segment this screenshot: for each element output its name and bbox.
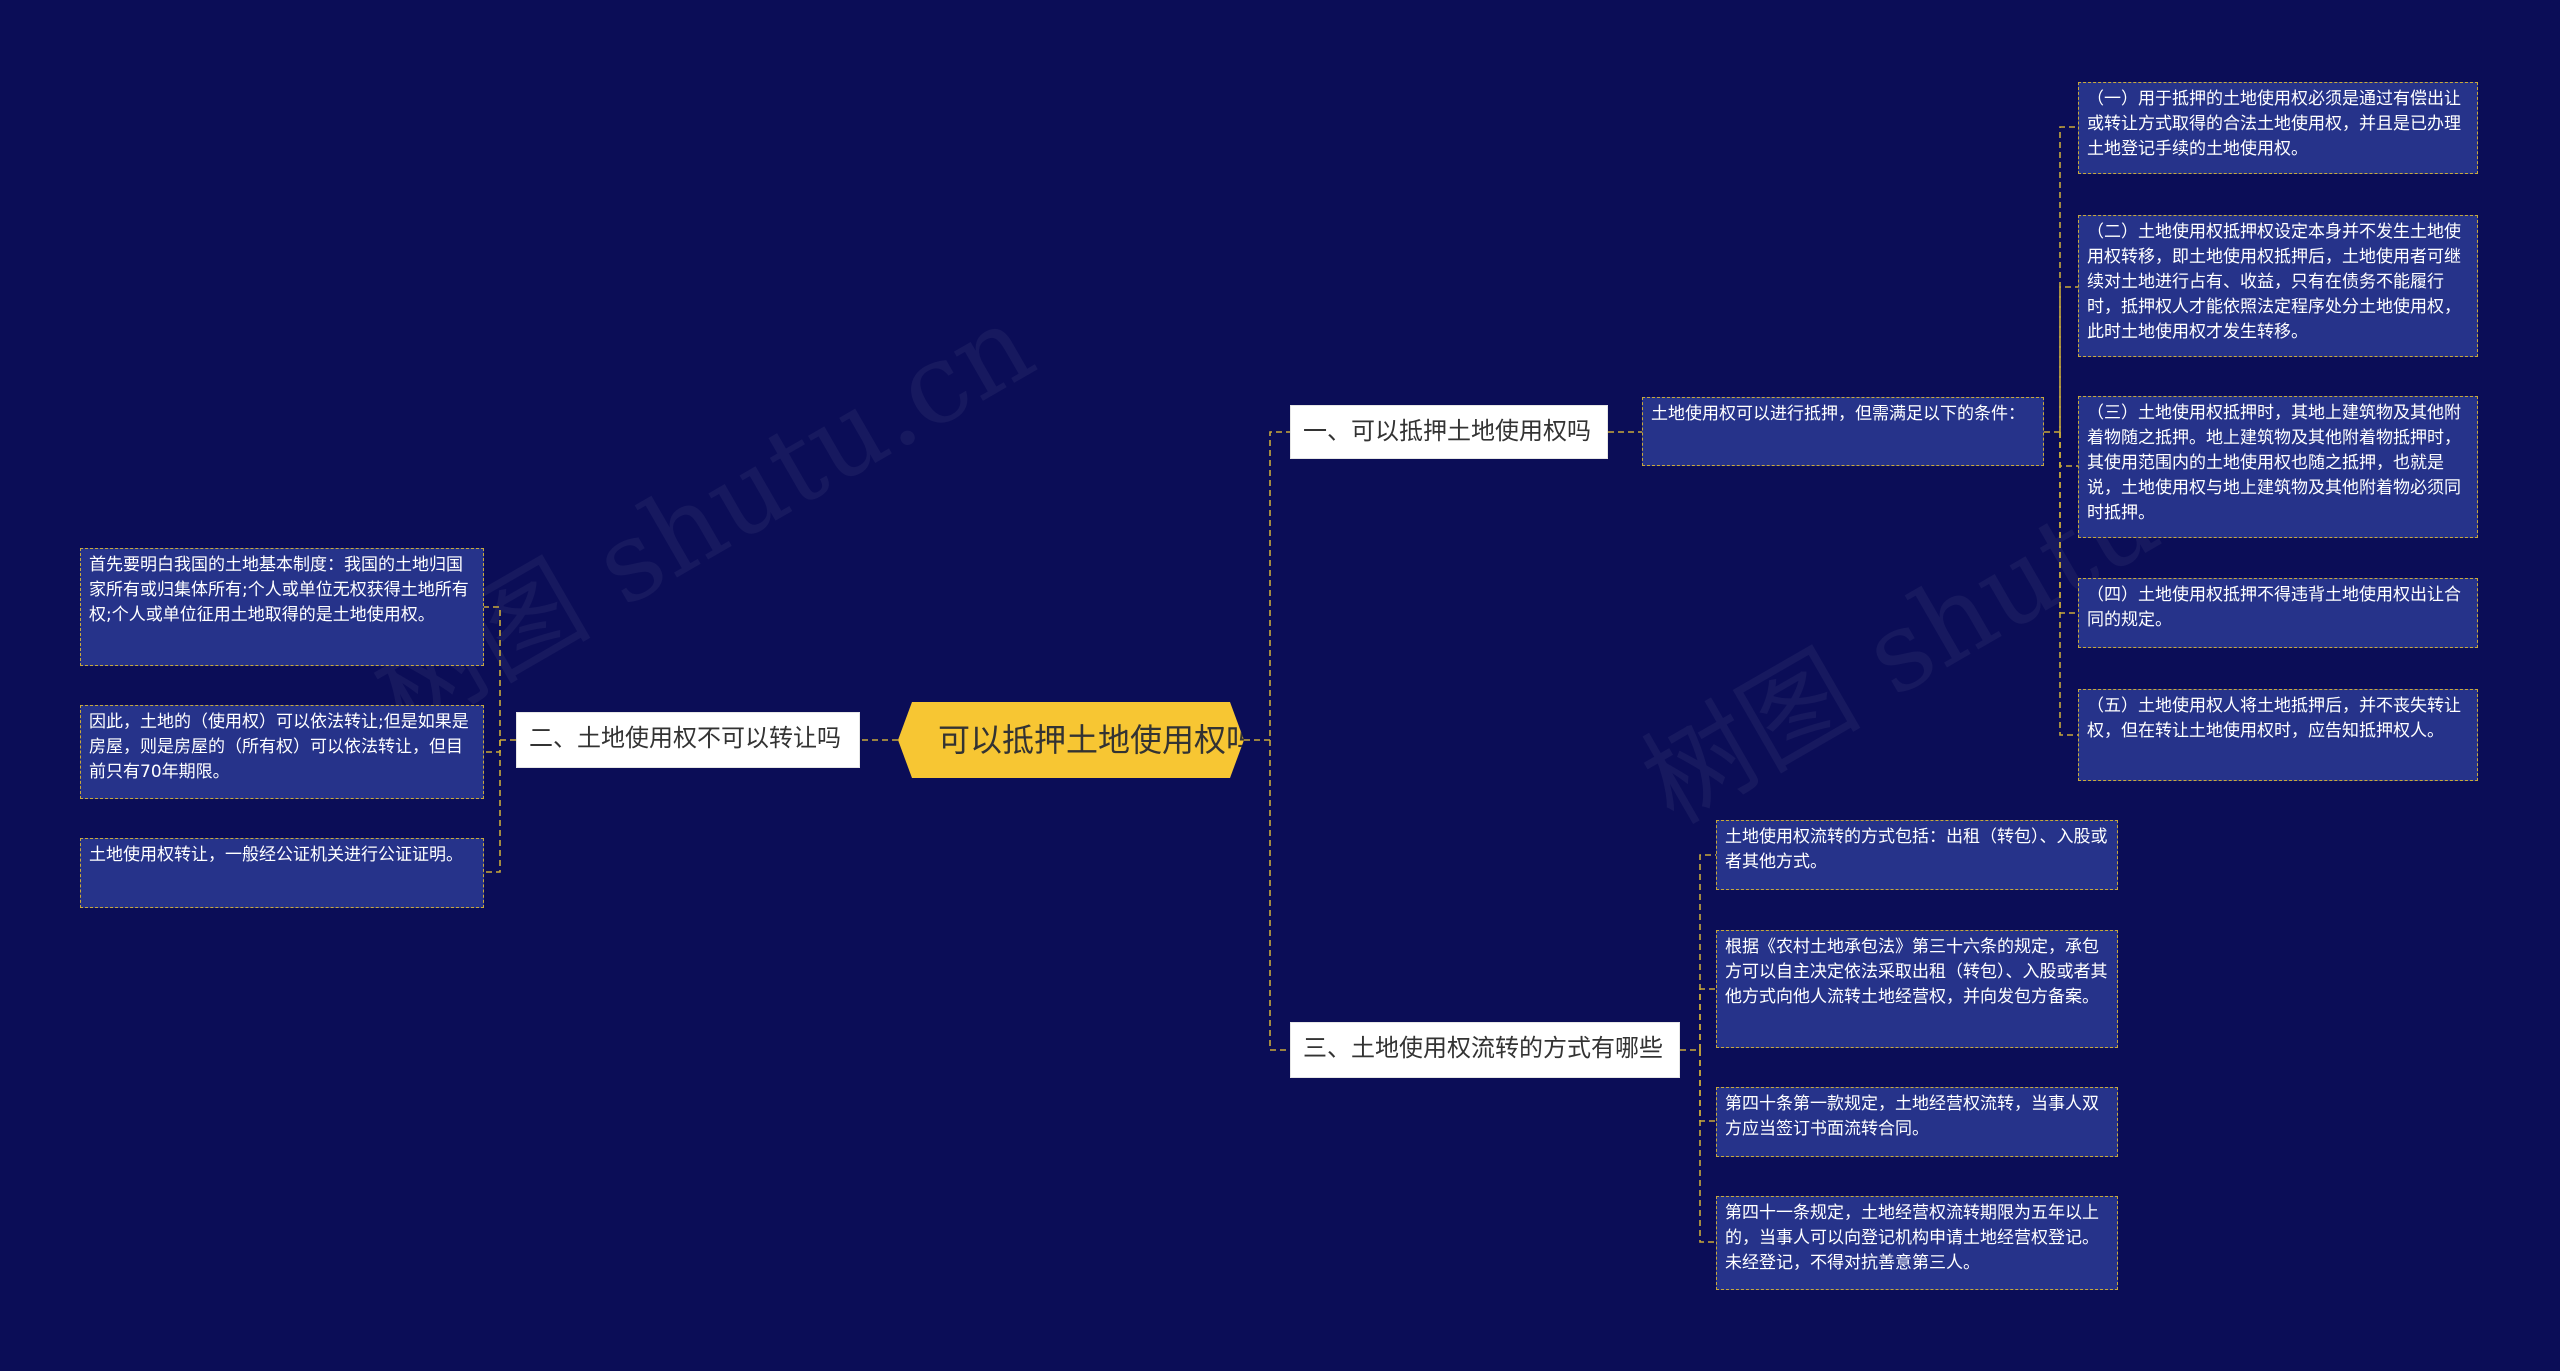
connector-b1-sub <box>2059 432 2078 614</box>
leaf-node[interactable]: 第四十一条规定，土地经营权流转期限为五年以上的，当事人可以向登记机构申请土地经营… <box>1716 1196 2118 1290</box>
connector-b1-sub <box>2059 432 2078 736</box>
leaf-node[interactable]: 土地使用权流转的方式包括：出租（转包）、入股或者其他方式。 <box>1716 820 2118 890</box>
leaf-text: 因此，土地的（使用权）可以依法转让;但是如果是房屋，则是房屋的（所有权）可以依法… <box>89 712 469 782</box>
branch-node-2[interactable]: 二、土地使用权不可以转让吗 <box>516 712 860 768</box>
branch-node-3[interactable]: 三、土地使用权流转的方式有哪些 <box>1290 1022 1680 1078</box>
leaf-node[interactable]: （五）土地使用权人将土地抵押后，并不丧失转让权，但在转让土地使用权时，应告知抵押… <box>2078 689 2478 781</box>
connector-b3 <box>1699 988 1716 1050</box>
leaf-text: 土地使用权流转的方式包括：出租（转包）、入股或者其他方式。 <box>1725 827 2108 872</box>
connector-root-right <box>1269 740 1290 1051</box>
connector-b3 <box>1699 1050 1716 1243</box>
leaf-text: 第四十一条规定，土地经营权流转期限为五年以上的，当事人可以向登记机构申请土地经营… <box>1725 1203 2099 1273</box>
leaf-text: 首先要明白我国的土地基本制度：我国的土地归国家所有或归集体所有;个人或单位无权获… <box>89 555 469 625</box>
leaf-text: （四）土地使用权抵押不得违背土地使用权出让合同的规定。 <box>2087 585 2461 630</box>
leaf-node[interactable]: 首先要明白我国的土地基本制度：我国的土地归国家所有或归集体所有;个人或单位无权获… <box>80 548 484 666</box>
connector-b3 <box>1699 1050 1716 1122</box>
leaf-text: （二）土地使用权抵押权设定本身并不发生土地使用权转移，即土地使用权抵押后，土地使… <box>2087 222 2461 342</box>
leaf-text: 土地使用权转让，一般经公证机关进行公证证明。 <box>89 845 463 865</box>
sub-node[interactable]: 土地使用权可以进行抵押，但需满足以下的条件： <box>1642 397 2044 466</box>
connector-root-right <box>1244 431 1290 741</box>
leaf-node[interactable]: （二）土地使用权抵押权设定本身并不发生土地使用权转移，即土地使用权抵押后，土地使… <box>2078 215 2478 357</box>
leaf-text: （三）土地使用权抵押时，其地上建筑物及其他附着物随之抵押。地上建筑物及其他附着物… <box>2087 403 2461 523</box>
connector-b2 <box>484 606 516 741</box>
branch-label: 三、土地使用权流转的方式有哪些 <box>1303 1034 1663 1062</box>
branch-label: 二、土地使用权不可以转让吗 <box>529 724 841 752</box>
branch-label: 一、可以抵押土地使用权吗 <box>1303 417 1591 445</box>
leaf-text: 土地使用权可以进行抵押，但需满足以下的条件： <box>1651 404 2025 424</box>
connector-b1-sub <box>2059 432 2078 467</box>
leaf-node[interactable]: （四）土地使用权抵押不得违背土地使用权出让合同的规定。 <box>2078 578 2478 648</box>
leaf-text: （五）土地使用权人将土地抵押后，并不丧失转让权，但在转让土地使用权时，应告知抵押… <box>2087 696 2461 741</box>
connector-b2 <box>484 740 501 753</box>
connector-b3 <box>1680 854 1716 1051</box>
root-label: 可以抵押土地使用权吗 <box>938 721 1259 759</box>
connector-b1-sub <box>2044 126 2078 433</box>
leaf-node[interactable]: 土地使用权转让，一般经公证机关进行公证证明。 <box>80 838 484 908</box>
leaf-node[interactable]: 因此，土地的（使用权）可以依法转让;但是如果是房屋，则是房屋的（所有权）可以依法… <box>80 705 484 799</box>
leaf-text: 根据《农村土地承包法》第三十六条的规定，承包方可以自主决定依法采取出租（转包）、… <box>1725 937 2108 1007</box>
root-node[interactable]: 可以抵押土地使用权吗 <box>898 702 1244 778</box>
leaf-text: （一）用于抵押的土地使用权必须是通过有偿出让或转让方式取得的合法土地使用权，并且… <box>2087 89 2461 159</box>
leaf-node[interactable]: （一）用于抵押的土地使用权必须是通过有偿出让或转让方式取得的合法土地使用权，并且… <box>2078 82 2478 174</box>
leaf-node[interactable]: （三）土地使用权抵押时，其地上建筑物及其他附着物随之抵押。地上建筑物及其他附着物… <box>2078 396 2478 538</box>
branch-node-1[interactable]: 一、可以抵押土地使用权吗 <box>1290 405 1608 459</box>
leaf-node[interactable]: 根据《农村土地承包法》第三十六条的规定，承包方可以自主决定依法采取出租（转包）、… <box>1716 930 2118 1048</box>
leaf-text: 第四十条第一款规定，土地经营权流转，当事人双方应当签订书面流转合同。 <box>1725 1094 2099 1139</box>
connector-b1-sub <box>2059 286 2078 432</box>
connector-b2 <box>484 740 501 873</box>
leaf-node[interactable]: 第四十条第一款规定，土地经营权流转，当事人双方应当签订书面流转合同。 <box>1716 1087 2118 1157</box>
